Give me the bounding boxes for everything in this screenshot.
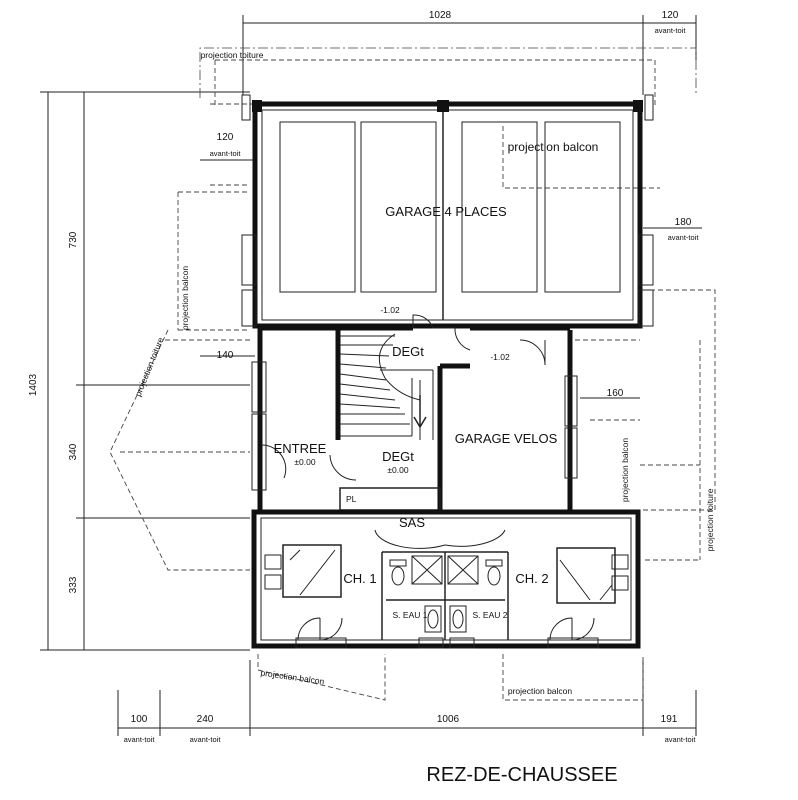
- projection-labels: projection toiture projection balcon pro…: [133, 50, 715, 696]
- dim-bottom-100: 100: [131, 714, 148, 725]
- avant-toit-top-right: avant-toit: [655, 26, 687, 35]
- dim-left-730: 730: [68, 231, 79, 248]
- dim-left-340: 340: [68, 443, 79, 460]
- bed-ch2: [556, 547, 629, 604]
- room-entree-level: ±0.00: [294, 457, 315, 467]
- closet-pl-label: PL: [346, 494, 357, 504]
- room-seau2-label: S. EAU 2: [473, 610, 508, 620]
- label-projection-balcon-bottom-right: projection balcon: [508, 686, 573, 696]
- level-garage-left: -1.02: [380, 305, 400, 315]
- room-garage-label: GARAGE 4 PLACES: [385, 204, 507, 219]
- room-deg-mid-label: DEGt: [382, 449, 414, 464]
- dimension-labels: 1028 120 avant-toit 1403 730 340 333 120…: [28, 10, 699, 744]
- bedroom-block: SAS CH. 1 CH. 2 S. EAU 1 S. EAU 2: [251, 509, 641, 649]
- dim-top-total: 1028: [429, 10, 452, 21]
- dimension-lines: [40, 15, 702, 736]
- shower-1: [411, 555, 443, 585]
- plan-title: REZ-DE-CHAUSSEE: [426, 764, 617, 786]
- label-projection-toiture-right: projection toiture: [705, 488, 715, 551]
- dim-top-right: 120: [662, 10, 679, 21]
- dim-inner-120: 120: [217, 132, 234, 143]
- room-ch1-label: CH. 1: [343, 571, 376, 586]
- room-deg-top-label: DEGt: [392, 344, 424, 359]
- central-block: PL DEGt ENTREE ±0.00 DEGt ±0.00 GARAGE V…: [251, 305, 578, 512]
- dim-left-333: 333: [68, 576, 79, 593]
- dim-left-total: 1403: [28, 373, 39, 396]
- toilet-1: [389, 559, 407, 586]
- staircase: [339, 333, 434, 440]
- dim-bottom-1006: 1006: [437, 714, 460, 725]
- label-projection-balcon-bottom-left: projection balcon: [260, 668, 325, 687]
- avant-toit-bottom-mid: avant-toit: [190, 735, 222, 744]
- room-sas-label: SAS: [399, 515, 425, 530]
- label-projection-balcon-right: projection balcon: [620, 438, 630, 503]
- avant-toit-bottom-right: avant-toit: [665, 735, 697, 744]
- projection-lines: [109, 47, 716, 701]
- room-garage-velos-label: GARAGE VELOS: [455, 431, 558, 446]
- dim-right-160: 160: [607, 388, 624, 399]
- sink-2: [449, 605, 467, 633]
- label-projection-balcon-left: projection balcon: [180, 266, 190, 331]
- toilet-2: [485, 559, 503, 586]
- room-entree-label: ENTREE: [274, 441, 327, 456]
- label-projection-toiture-top: projection toiture: [201, 50, 264, 60]
- avant-toit-bottom-left: avant-toit: [124, 735, 156, 744]
- shower-2: [447, 555, 479, 585]
- dim-bottom-191: 191: [661, 714, 678, 725]
- level-velos: -1.02: [490, 352, 510, 362]
- room-seau1-label: S. EAU 1: [393, 610, 428, 620]
- avant-toit-left-upper: avant-toit: [210, 149, 242, 158]
- label-projection-balcon-top: projection balcon: [508, 140, 599, 154]
- dim-inner-140: 140: [217, 350, 234, 361]
- room-ch2-label: CH. 2: [515, 571, 548, 586]
- garage-block: GARAGE 4 PLACES: [241, 94, 654, 329]
- sink-1: [424, 605, 442, 633]
- label-projection-toiture-left: projection toiture: [133, 336, 166, 398]
- dim-bottom-240: 240: [197, 714, 214, 725]
- avant-toit-right: avant-toit: [668, 233, 700, 242]
- bed-ch1: [264, 544, 342, 598]
- dim-right-180: 180: [675, 217, 692, 228]
- room-deg-mid-level: ±0.00: [387, 465, 408, 475]
